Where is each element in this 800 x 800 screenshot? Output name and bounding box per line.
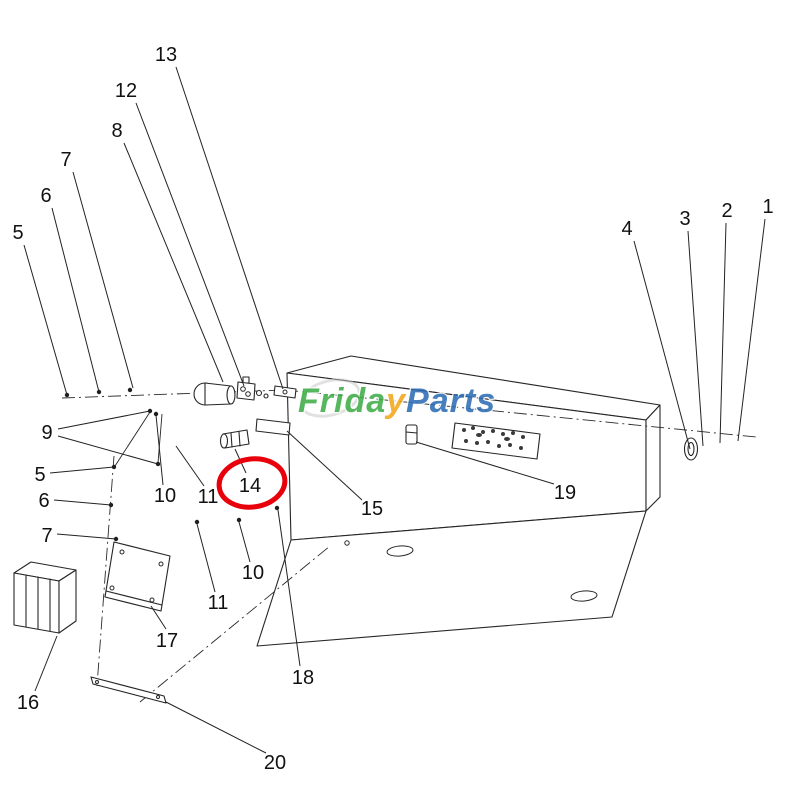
leader-line-5 bbox=[49, 466, 115, 474]
leader-line-10 bbox=[238, 521, 251, 563]
fitting-small bbox=[263, 393, 269, 399]
callout-16: 16 bbox=[17, 692, 39, 714]
callout-6: 6 bbox=[38, 490, 49, 512]
flange-hole bbox=[570, 590, 598, 602]
leader-line-7 bbox=[72, 171, 134, 389]
center-line bbox=[139, 545, 331, 703]
fastener-dot bbox=[127, 387, 133, 393]
leader-line-4 bbox=[633, 240, 691, 450]
callout-1: 1 bbox=[762, 196, 773, 218]
leader-line-2 bbox=[719, 222, 727, 444]
leader-line-19 bbox=[415, 441, 555, 485]
callout-9: 9 bbox=[41, 422, 52, 444]
leader-line-8 bbox=[123, 142, 224, 383]
stack-line bbox=[114, 411, 151, 467]
connector bbox=[405, 424, 418, 445]
callout-7: 7 bbox=[41, 525, 52, 547]
leader-line-12 bbox=[135, 102, 245, 387]
fastener-dot bbox=[153, 411, 159, 417]
fitting-13 bbox=[273, 385, 297, 399]
callout-20: 20 bbox=[264, 752, 286, 774]
leader-line-9 bbox=[57, 435, 159, 465]
stack-line bbox=[157, 413, 163, 464]
box-right-face bbox=[645, 404, 661, 512]
callout-15: 15 bbox=[361, 498, 383, 520]
callout-18: 18 bbox=[292, 667, 314, 689]
bracket-17 bbox=[104, 541, 171, 612]
callout-19: 19 bbox=[554, 482, 576, 504]
callout-6: 6 bbox=[40, 185, 51, 207]
callout-11: 11 bbox=[208, 592, 229, 614]
highlight-ellipse bbox=[216, 456, 288, 510]
pump bbox=[236, 376, 256, 401]
end-cap bbox=[683, 437, 699, 461]
callout-10: 10 bbox=[242, 562, 264, 584]
fastener-dot bbox=[96, 389, 102, 395]
fastener-dot bbox=[274, 505, 280, 511]
leader-line-9 bbox=[57, 410, 151, 430]
leader-line-11 bbox=[196, 523, 216, 593]
leader-line-18 bbox=[277, 509, 301, 667]
callout-12: 12 bbox=[115, 80, 137, 102]
callout-3: 3 bbox=[679, 208, 690, 230]
fitting-small bbox=[255, 389, 263, 397]
leader-line-6 bbox=[53, 499, 112, 506]
fastener-dot bbox=[108, 502, 114, 508]
flange-hole bbox=[386, 545, 414, 557]
callout-7: 7 bbox=[60, 149, 71, 171]
fastener-dot bbox=[155, 461, 161, 467]
leader-line-10 bbox=[155, 414, 164, 486]
leader-line-11 bbox=[175, 445, 205, 487]
callout-17: 17 bbox=[156, 630, 178, 652]
leader-line-6 bbox=[51, 207, 100, 393]
bottom-flange bbox=[256, 510, 647, 647]
flange-small-hole bbox=[344, 540, 350, 546]
fastener-dot bbox=[236, 517, 242, 523]
callout-11: 11 bbox=[198, 486, 219, 508]
fastener-dot bbox=[147, 408, 153, 414]
watermark-swoosh-icon bbox=[299, 378, 361, 418]
callout-5: 5 bbox=[34, 464, 45, 486]
leader-line-15 bbox=[286, 430, 363, 501]
callout-14: 14 bbox=[239, 475, 261, 497]
leader-line-17 bbox=[150, 605, 167, 630]
center-line bbox=[96, 455, 115, 687]
leader-line-20 bbox=[165, 701, 267, 754]
callout-10: 10 bbox=[154, 485, 176, 507]
stack-lines bbox=[114, 411, 163, 467]
leader-line-5 bbox=[23, 244, 68, 396]
callout-4: 4 bbox=[621, 218, 632, 240]
box-16 bbox=[13, 561, 77, 634]
callout-8: 8 bbox=[111, 120, 122, 142]
fastener-dot bbox=[194, 519, 200, 525]
terminal-plate bbox=[451, 422, 541, 460]
motor bbox=[193, 382, 236, 406]
watermark-part3: Parts bbox=[406, 382, 496, 420]
leader-line-16 bbox=[34, 635, 58, 692]
leader-line-3 bbox=[687, 230, 704, 447]
fastener-dot bbox=[111, 464, 117, 470]
watermark-logo: FridayParts bbox=[298, 382, 496, 420]
watermark-part1: Frida bbox=[298, 382, 386, 420]
fastener-dot bbox=[113, 536, 119, 542]
callout-2: 2 bbox=[721, 200, 732, 222]
leader-line-1 bbox=[737, 218, 766, 442]
leader-line-7 bbox=[56, 533, 117, 540]
leader-lines bbox=[23, 66, 766, 754]
fastener-dots bbox=[64, 387, 280, 542]
callout-5: 5 bbox=[12, 222, 23, 244]
cover-bracket-15 bbox=[255, 418, 291, 436]
part-14-cylinder bbox=[219, 429, 250, 449]
strip-20 bbox=[90, 676, 167, 704]
leader-line-13 bbox=[175, 66, 284, 390]
center-line bbox=[284, 389, 757, 438]
watermark-part2: y bbox=[384, 382, 407, 420]
callout-13: 13 bbox=[155, 44, 177, 66]
main-enclosure bbox=[256, 355, 661, 647]
fastener-dot bbox=[64, 392, 70, 398]
